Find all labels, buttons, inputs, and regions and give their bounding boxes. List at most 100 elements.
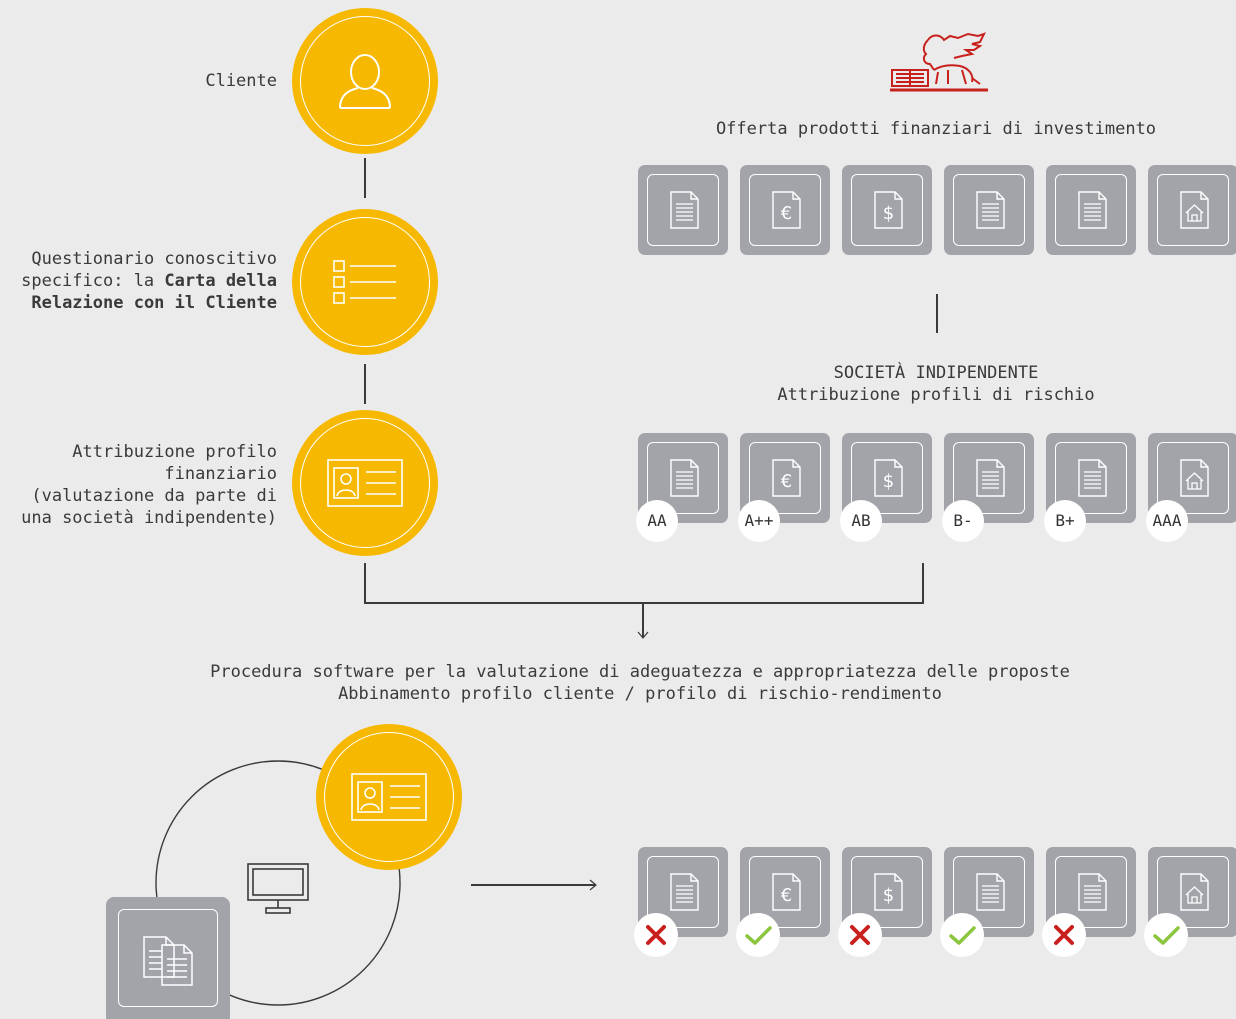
house-document-icon — [1180, 873, 1209, 911]
document-icon — [1078, 873, 1107, 911]
tile-frame — [1157, 174, 1229, 246]
document-icon — [1078, 459, 1107, 497]
tile-frame — [647, 174, 719, 246]
document-icon — [670, 873, 699, 911]
tile-frame — [953, 856, 1025, 928]
svg-text:€: € — [781, 885, 792, 906]
document-icon — [976, 191, 1005, 229]
euro-document-icon: € — [772, 873, 801, 911]
svg-text:$: $ — [883, 885, 894, 906]
euro-document-icon: € — [772, 191, 801, 229]
documents-icon — [143, 936, 193, 986]
rating-badge: B- — [942, 500, 984, 542]
tile-frame — [749, 856, 821, 928]
tile-frame — [1055, 442, 1127, 514]
tile-frame — [749, 174, 821, 246]
connector-vertical-2 — [364, 364, 366, 404]
attribuzione-line4: una società indipendente) — [21, 508, 277, 528]
person-icon — [339, 54, 391, 109]
arrow-down-icon — [637, 631, 649, 639]
rating-badge: B+ — [1044, 500, 1086, 542]
product-tile: € — [740, 165, 830, 255]
tile-frame — [851, 442, 923, 514]
tile-frame — [1055, 174, 1127, 246]
dollar-document-icon: $ — [874, 459, 903, 497]
document-icon — [670, 459, 699, 497]
attribuzione-line3: (valutazione da parte di — [31, 486, 277, 506]
attribuzione-line1: Attribuzione profilo — [72, 442, 277, 462]
step-label-cliente: Cliente — [205, 71, 277, 91]
client-circle — [292, 8, 438, 154]
product-tile — [1148, 165, 1236, 255]
procedure-line1: Procedura software per la valutazione di… — [210, 662, 1070, 682]
offer-title: Offerta prodotti finanziari di investime… — [715, 119, 1157, 139]
profile-circle — [292, 410, 438, 556]
check-badge — [1144, 913, 1188, 957]
monitor-icon — [247, 863, 309, 914]
rating-badge: A++ — [738, 500, 780, 542]
documents-tile — [106, 897, 230, 1019]
cross-badge — [1042, 913, 1086, 957]
step-label-attribuzione: Attribuzione profilo finanziario (valuta… — [0, 441, 277, 529]
arrow-right-line — [471, 884, 595, 886]
tile-frame — [953, 442, 1025, 514]
tile-frame — [647, 442, 719, 514]
product-tile — [944, 165, 1034, 255]
document-icon — [1078, 191, 1107, 229]
arrow-right-icon — [589, 879, 597, 891]
tile-frame — [1157, 856, 1229, 928]
cross-badge — [838, 913, 882, 957]
procedure-text: Procedura software per la valutazione di… — [150, 661, 1130, 705]
rating-badge: AAA — [1146, 500, 1188, 542]
id-card-icon — [351, 773, 427, 821]
attribuzione-line2: finanziario — [164, 464, 277, 484]
independent-line2: Attribuzione profili di rischio — [777, 385, 1095, 405]
product-tile — [1046, 165, 1136, 255]
questionario-line3: Relazione con il Cliente — [31, 293, 277, 313]
check-icon — [949, 926, 976, 945]
tile-frame — [851, 174, 923, 246]
cross-icon — [1054, 925, 1074, 945]
rating-badge: AB — [840, 500, 882, 542]
dollar-document-icon: $ — [874, 873, 903, 911]
svg-text:$: $ — [883, 471, 894, 492]
checklist-icon — [333, 260, 396, 304]
step-label-questionario: Questionario conoscitivo specifico: la C… — [0, 248, 277, 314]
bracket-left-vertical — [364, 563, 366, 603]
product-tile: $ — [842, 165, 932, 255]
independent-title: SOCIETÀ INDIPENDENTE Attribuzione profil… — [638, 362, 1234, 406]
cross-badge — [634, 913, 678, 957]
tile-frame — [749, 442, 821, 514]
bracket-down-line — [642, 603, 644, 637]
profile-circle-bottom — [316, 724, 462, 870]
svg-text:$: $ — [883, 203, 894, 224]
rating-badge: AA — [636, 500, 678, 542]
tile-frame — [1055, 856, 1127, 928]
procedure-line2: Abbinamento profilo cliente / profilo di… — [338, 684, 942, 704]
tile-frame — [647, 856, 719, 928]
questionario-line1: Questionario conoscitivo — [31, 249, 277, 269]
check-icon — [1153, 926, 1180, 945]
connector-vertical-right — [936, 294, 938, 333]
svg-text:€: € — [781, 203, 792, 224]
check-badge — [736, 913, 780, 957]
house-document-icon — [1180, 459, 1209, 497]
house-document-icon — [1180, 191, 1209, 229]
connector-vertical-1 — [364, 158, 366, 198]
tile-frame — [851, 856, 923, 928]
euro-document-icon: € — [772, 459, 801, 497]
dollar-document-icon: $ — [874, 191, 903, 229]
document-icon — [976, 873, 1005, 911]
bracket-right-vertical — [922, 563, 924, 603]
check-icon — [745, 926, 772, 945]
tile-frame — [953, 174, 1025, 246]
matching-circle-outline — [155, 760, 401, 1006]
tile-frame — [1157, 442, 1229, 514]
document-icon — [670, 191, 699, 229]
cross-icon — [850, 925, 870, 945]
check-badge — [940, 913, 984, 957]
id-card-icon — [327, 459, 403, 507]
carta-bold-1: Carta della — [164, 271, 277, 291]
independent-line1: SOCIETÀ INDIPENDENTE — [833, 363, 1039, 383]
winged-lion-logo — [890, 32, 988, 92]
